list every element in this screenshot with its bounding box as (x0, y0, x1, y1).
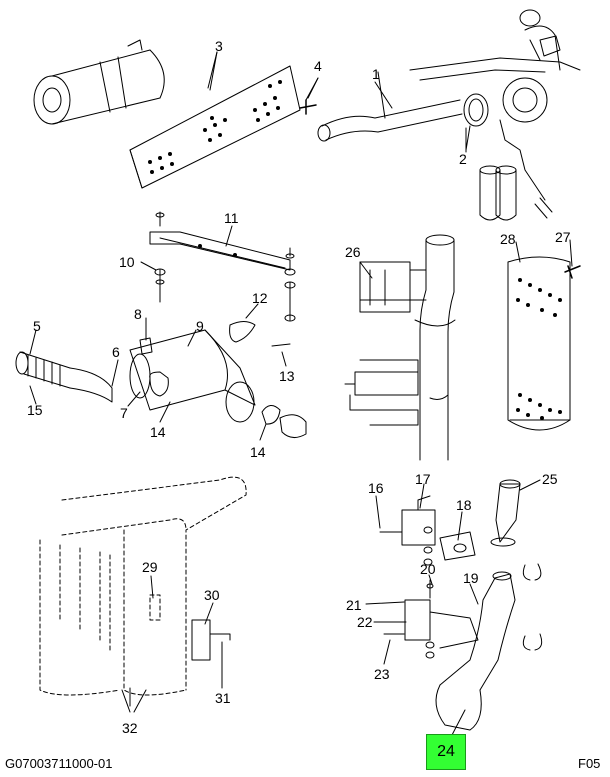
tailpipe-bracket-assembly (379, 479, 543, 731)
muffler-mount-assembly (15, 211, 307, 438)
callout-24-label: 24 (437, 743, 455, 760)
callout-23: 23 (374, 666, 390, 682)
callout-17: 17 (415, 471, 431, 487)
cab-outline (39, 476, 247, 696)
callout-4: 4 (314, 58, 322, 74)
callout-25: 25 (542, 471, 558, 487)
turbo-outlet-assembly (317, 9, 581, 221)
callout-13: 13 (279, 368, 295, 384)
cab-fittings (129, 619, 231, 707)
callout-20: 20 (420, 561, 436, 577)
callout-27: 27 (555, 229, 571, 245)
callout-leaders (29, 51, 573, 736)
callout-26: 26 (345, 244, 361, 260)
drawing-id: G07003711000-01 (5, 756, 113, 771)
callout-21: 21 (346, 597, 362, 613)
callout-15: 15 (27, 402, 43, 418)
callout-18: 18 (456, 497, 472, 513)
page-code: F05 (578, 756, 601, 771)
callout-9: 9 (196, 318, 204, 334)
callout-11: 11 (224, 210, 239, 226)
callout-6: 6 (112, 344, 120, 360)
callout-14a: 14 (150, 424, 166, 440)
callout-3: 3 (215, 38, 223, 54)
callout-30: 30 (204, 587, 220, 603)
callout-32: 32 (122, 720, 138, 736)
callout-22: 22 (357, 614, 373, 630)
callout-16: 16 (368, 480, 384, 496)
callout-12: 12 (252, 290, 268, 306)
callout-29: 29 (142, 559, 158, 575)
highlighted-callout-24[interactable]: 24 (426, 734, 466, 770)
exhaust-stack-assembly (344, 234, 581, 461)
callout-10: 10 (119, 254, 135, 270)
callout-31: 31 (215, 690, 231, 706)
callout-28: 28 (500, 231, 516, 247)
callout-8: 8 (134, 306, 142, 322)
callout-19: 19 (463, 570, 479, 586)
callout-5: 5 (33, 318, 41, 334)
callout-14b: 14 (250, 444, 266, 460)
muffler-heat-shield-assembly (33, 39, 319, 189)
callout-2: 2 (459, 151, 467, 167)
callout-1: 1 (372, 66, 380, 82)
callout-7: 7 (120, 405, 128, 421)
